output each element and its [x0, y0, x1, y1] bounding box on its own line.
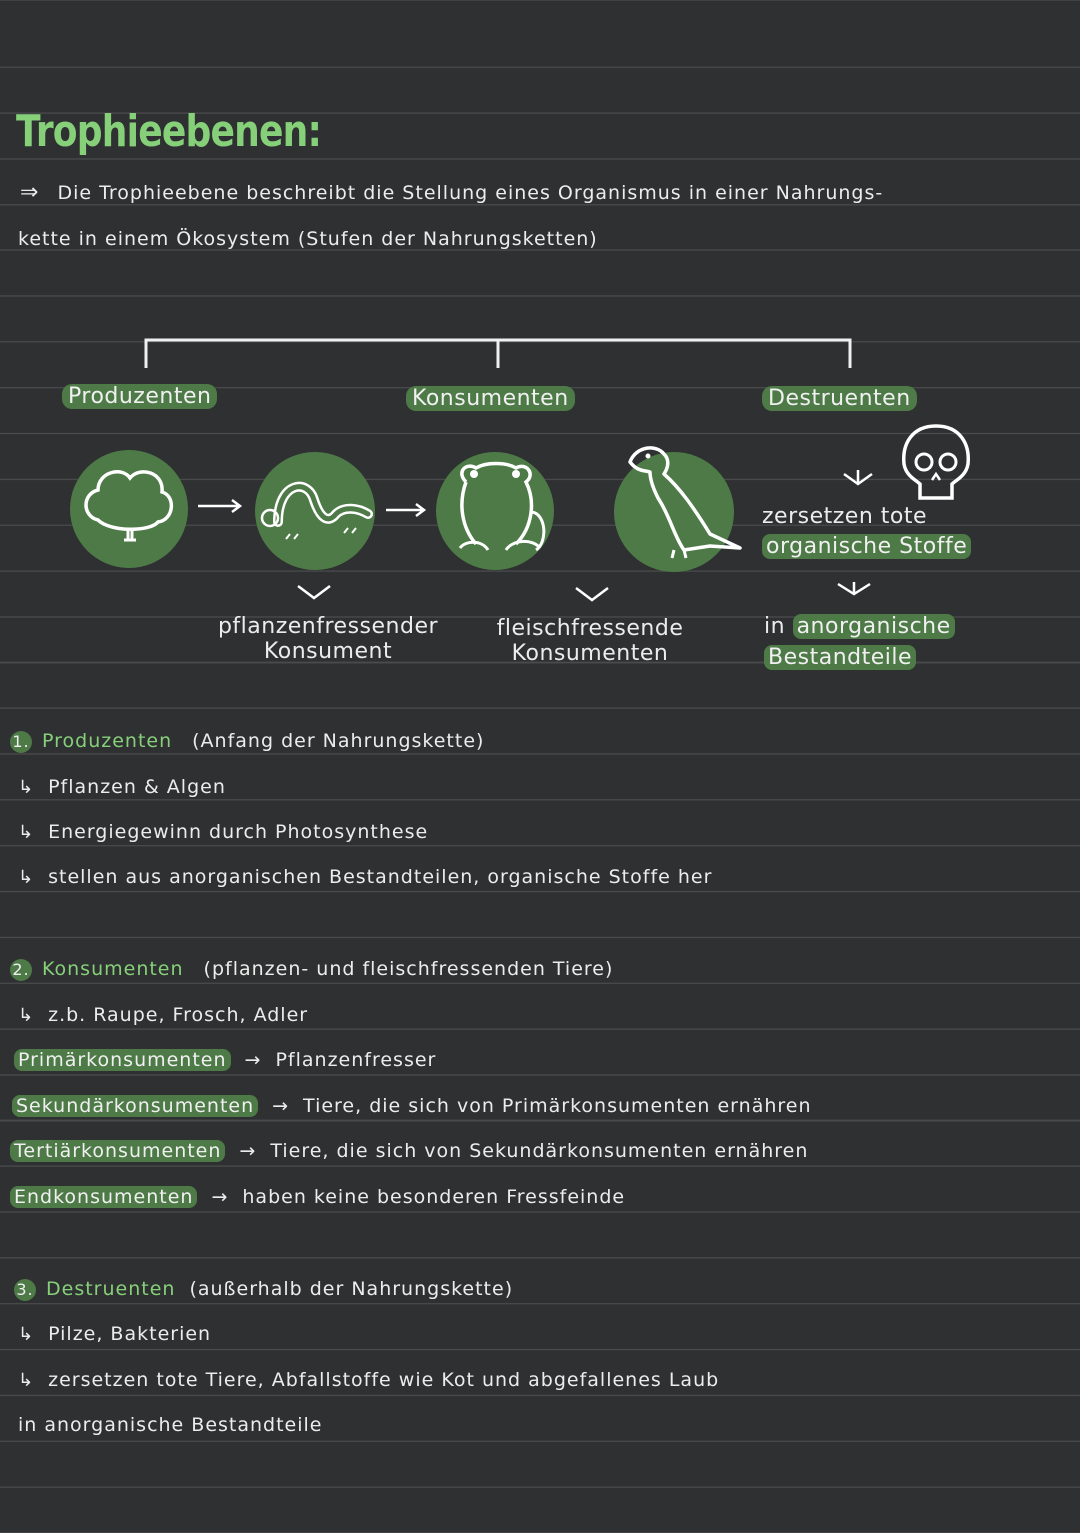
label-konsumenten: Konsumenten	[406, 386, 575, 411]
frog-icon	[458, 461, 546, 552]
decomposer-result-2: Bestandteile	[764, 645, 917, 670]
eagle-icon	[628, 446, 742, 559]
section-2-example: ↳z.b. Raupe, Frosch, Adler	[18, 1004, 309, 1026]
section-3-last: in anorganische Bestandteile	[18, 1414, 323, 1436]
arrow-right-icon: →	[239, 1140, 257, 1162]
section-1-heading: 1.Produzenten(Anfang der Nahrungskette)	[10, 730, 484, 753]
consumer-row: Tertiärkonsumenten→Tiere, die sich von S…	[10, 1140, 808, 1162]
section-1-item: ↳Energiegewinn durch Photosynthese	[18, 821, 429, 843]
section-1-item: ↳Pflanzen & Algen	[18, 776, 226, 798]
arrow-right-icon	[386, 503, 427, 517]
hook-arrow-icon: ↳	[18, 1370, 35, 1391]
arrow-right-icon: →	[272, 1095, 290, 1117]
arrow-right-icon: →	[211, 1186, 229, 1208]
chevron-down-icon	[297, 585, 331, 600]
decomposer-result-1: in anorganische	[764, 614, 955, 639]
tree-icon	[84, 470, 173, 542]
section-2-heading: 2.Konsumenten(pflanzen- und fleischfress…	[10, 958, 613, 981]
hook-arrow-icon: ↳	[18, 1324, 35, 1345]
decomposer-text-2: organische Stoffe	[762, 534, 972, 559]
section-3-heading: 3.Destruenten(außerhalb der Nahrungskett…	[14, 1278, 513, 1301]
label-produzenten: Produzenten	[62, 384, 218, 409]
page-title: Trophieebenen:	[16, 106, 322, 157]
hook-arrow-icon: ↳	[18, 867, 35, 888]
producer-circle	[70, 450, 188, 568]
consumer-row: Primärkonsumenten→Pflanzenfresser	[14, 1049, 436, 1071]
carnivore-circle-1	[436, 452, 554, 570]
intro-line-1: ⇒ Die Trophieebene beschreibt die Stellun…	[20, 180, 883, 205]
intro-text-1: Die Trophieebene beschreibt die Stellung…	[57, 182, 884, 204]
decomposer-text-1: zersetzen tote	[762, 504, 928, 529]
group-bracket	[144, 338, 852, 368]
hook-arrow-icon: ↳	[18, 777, 35, 798]
hook-arrow-icon: ↳	[18, 822, 35, 843]
consumer-row: Endkonsumenten→haben keine besonderen Fr…	[10, 1186, 625, 1208]
chevron-down-icon	[575, 587, 609, 602]
consumer-row: Sekundärkonsumenten→Tiere, die sich von …	[12, 1095, 812, 1117]
hook-arrow-icon: ↳	[18, 1005, 35, 1026]
section-1-item: ↳stellen aus anorganischen Bestandteilen…	[18, 866, 713, 888]
section-3-item: ↳Pilze, Bakterien	[18, 1323, 212, 1345]
double-arrow-icon: ⇒	[20, 180, 40, 205]
skull-icon	[902, 424, 970, 500]
caterpillar-icon	[260, 481, 373, 540]
arrow-right-icon: →	[244, 1049, 262, 1071]
label-destruenten: Destruenten	[762, 386, 917, 411]
arrow-right-icon	[198, 499, 243, 513]
intro-line-2: kette in einem Ökosystem (Stufen der Nah…	[18, 228, 598, 250]
chevron-down-icon	[843, 470, 873, 486]
chevron-down-icon	[837, 582, 871, 596]
section-3-item: ↳zersetzen tote Tiere, Abfallstoffe wie …	[18, 1369, 720, 1391]
